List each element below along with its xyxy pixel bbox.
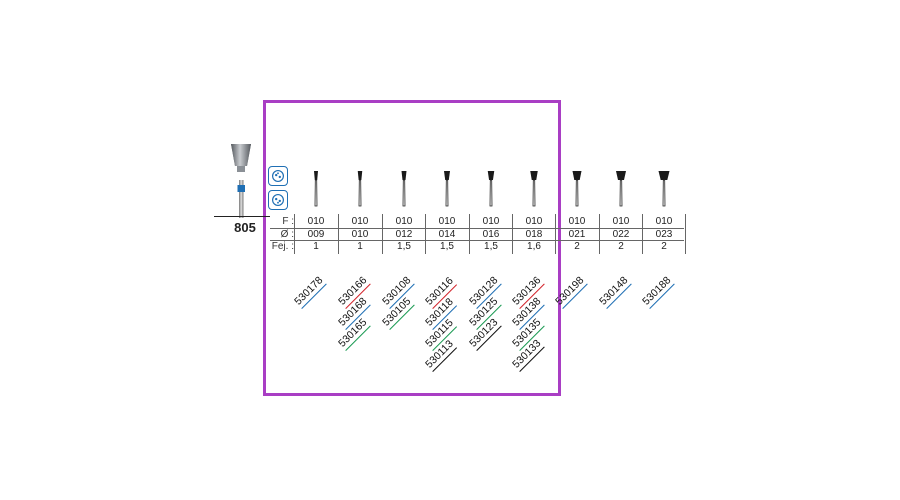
row-label-f: F : (282, 216, 294, 227)
cell-fej: 1,5 (397, 241, 411, 252)
row-label-fej: Fej. : (271, 241, 294, 252)
grit-type-icon (268, 166, 288, 186)
cell-diameter: 010 (351, 229, 369, 240)
cell-fej: 1 (357, 241, 363, 252)
column-separator (512, 214, 513, 254)
cell-fej: 2 (618, 241, 624, 252)
table-row-divider (270, 228, 684, 229)
column-separator (685, 214, 686, 254)
cell-diameter: 023 (655, 229, 673, 240)
cell-diameter: 009 (307, 229, 325, 240)
bur-size-icon (656, 170, 672, 208)
cell-diameter: 012 (395, 229, 413, 240)
table-row-divider (270, 240, 684, 241)
column-separator (338, 214, 339, 254)
cell-f: 010 (307, 216, 325, 227)
bur-size-icon (569, 170, 585, 208)
cell-fej: 2 (661, 241, 667, 252)
column-separator (425, 214, 426, 254)
bur-size-icon (526, 170, 542, 208)
cell-f: 010 (568, 216, 586, 227)
column-separator (599, 214, 600, 254)
cell-f: 010 (525, 216, 543, 227)
bur-size-icon (613, 170, 629, 208)
cell-fej: 1,6 (527, 241, 541, 252)
order-code: 530148 (597, 274, 632, 309)
cell-fej: 1,5 (484, 241, 498, 252)
cell-f: 010 (351, 216, 369, 227)
bur-size-icon (483, 170, 499, 208)
cell-f: 010 (438, 216, 456, 227)
cell-fej: 2 (574, 241, 580, 252)
grit-type-icon (268, 190, 288, 210)
cell-f: 010 (395, 216, 413, 227)
cell-diameter: 018 (525, 229, 543, 240)
bur-product-illustration (228, 142, 254, 218)
column-separator (382, 214, 383, 254)
model-number: 805 (234, 220, 256, 235)
column-separator (294, 214, 295, 254)
column-separator (469, 214, 470, 254)
bur-size-icon (308, 170, 324, 208)
column-separator (555, 214, 556, 254)
cell-diameter: 014 (438, 229, 456, 240)
cell-f: 010 (655, 216, 673, 227)
order-code: 530188 (640, 274, 675, 309)
highlight-frame (263, 100, 561, 396)
cell-diameter: 016 (482, 229, 500, 240)
bur-size-icon (352, 170, 368, 208)
cell-fej: 1 (313, 241, 319, 252)
model-underline (214, 216, 270, 217)
column-separator (642, 214, 643, 254)
cell-diameter: 021 (568, 229, 586, 240)
cell-diameter: 022 (612, 229, 630, 240)
bur-size-icon (439, 170, 455, 208)
cell-f: 010 (482, 216, 500, 227)
bur-size-icon (396, 170, 412, 208)
cell-fej: 1,5 (440, 241, 454, 252)
cell-f: 010 (612, 216, 630, 227)
row-label-diameter: Ø : (280, 229, 294, 240)
